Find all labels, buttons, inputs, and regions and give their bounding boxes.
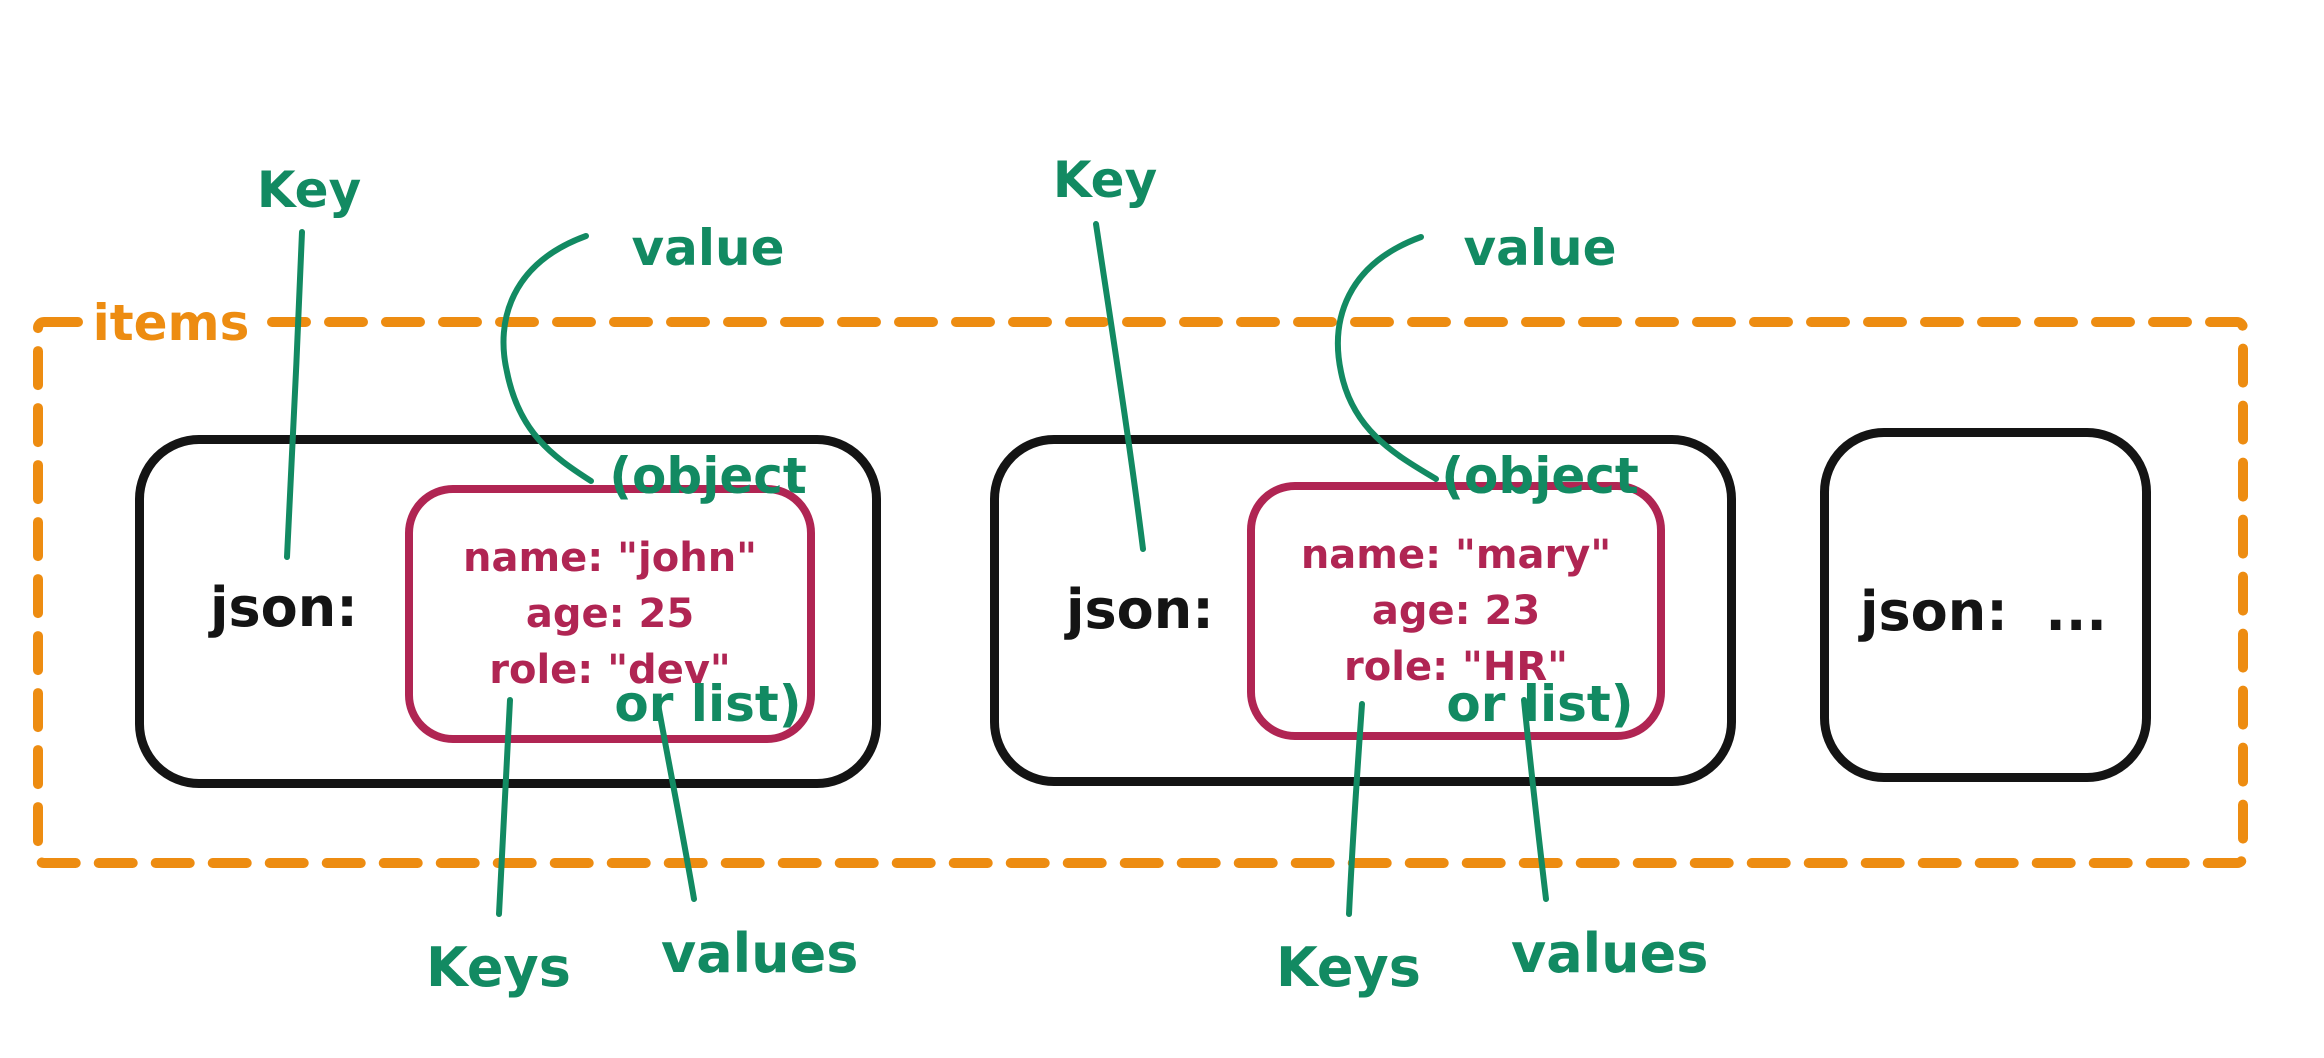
annotation-value-left-line2: (object [609,447,807,505]
json-item-card-3: json: ... [1820,428,2151,782]
annotation-value-right-line1: value [1463,219,1617,277]
annotation-value-left-line3: or list) [614,675,802,733]
annotation-keys-right: Keys [1276,936,1421,999]
annotation-value-right: value (object or list) [1410,58,1670,894]
annotation-keys-left: Keys [426,936,571,999]
annotation-key-right: Key [1052,151,1158,209]
annotation-key-left: Key [256,161,362,219]
annotation-value-left-line1: value [631,219,785,277]
annotation-value-right-line2: (object [1441,447,1639,505]
json-key-label-1: json: [210,576,358,639]
json-key-label-3: json: ... [1860,580,2107,643]
annotation-values-left: values [661,922,859,985]
annotation-value-right-line3: or list) [1446,675,1634,733]
annotation-values-right: values [1511,922,1709,985]
items-group-label: items [83,292,259,358]
json-key-label-2: json: [1066,578,1214,641]
annotation-value-left: value (object or list) [578,58,838,894]
